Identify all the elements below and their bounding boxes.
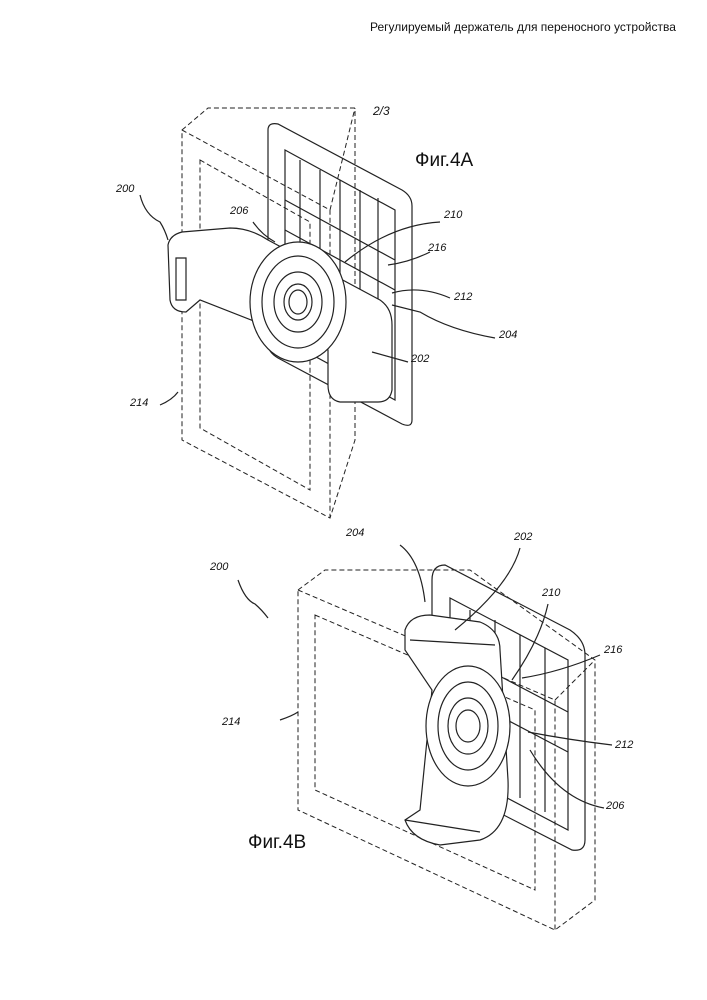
label-200: 200 [210, 561, 228, 573]
label-212: 212 [454, 291, 472, 303]
label-202: 202 [411, 353, 429, 365]
figure-4b-caption: Фиг.4B [248, 832, 306, 854]
label-210: 210 [444, 209, 462, 221]
label-204: 204 [346, 527, 364, 539]
label-202: 202 [514, 531, 532, 543]
label-210: 210 [542, 587, 560, 599]
label-204: 204 [499, 329, 517, 341]
label-206: 206 [606, 800, 624, 812]
label-214: 214 [130, 397, 148, 409]
label-206: 206 [230, 205, 248, 217]
label-214: 214 [222, 716, 240, 728]
label-216: 216 [428, 242, 446, 254]
figure-4a-caption: Фиг.4A [415, 150, 473, 172]
label-200: 200 [116, 183, 134, 195]
fig-4b-drawing [238, 545, 612, 930]
label-216: 216 [604, 644, 622, 656]
label-212: 212 [615, 739, 633, 751]
